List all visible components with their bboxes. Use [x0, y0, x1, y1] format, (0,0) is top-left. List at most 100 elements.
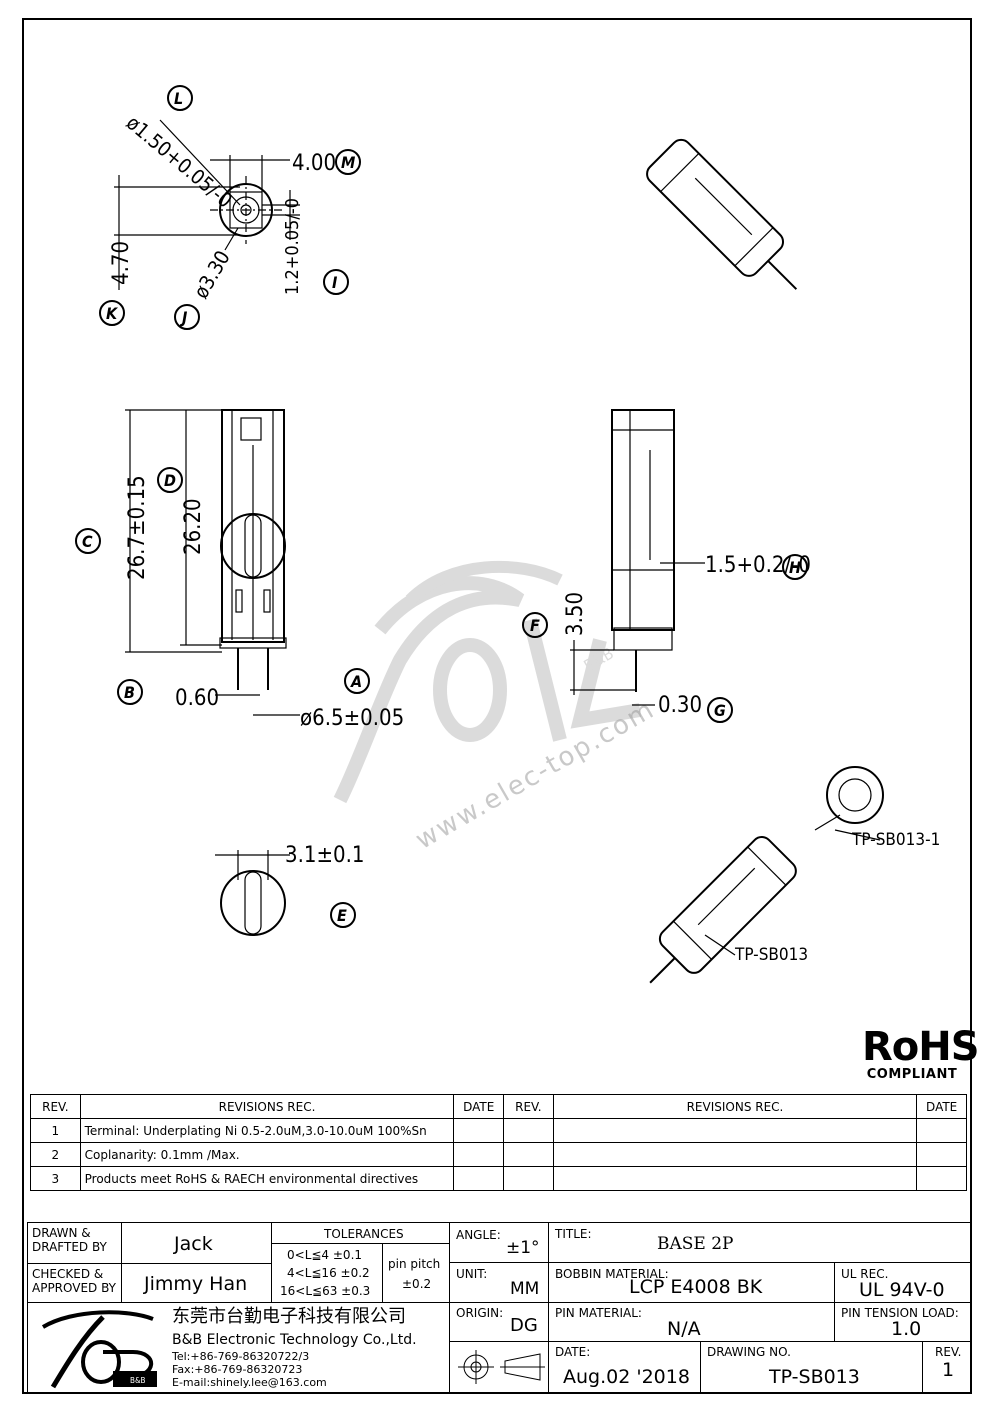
end-view-dims: ø1.50+0.05/-0 4.00 4.70 ø3.30 1.2+0.05/-… [109, 110, 336, 302]
checked-value: Jimmy Han [144, 1273, 248, 1295]
callouts: L M K J I D C B A F H G E [75, 85, 808, 928]
svg-text:B: B [124, 683, 135, 702]
callout-h: H [782, 554, 808, 580]
svg-text:I: I [332, 273, 338, 292]
origin-label: ORIGIN: [456, 1306, 504, 1320]
callout-i: I [323, 269, 349, 295]
iso-view-top [646, 138, 798, 290]
angle-value: ±1° [506, 1238, 540, 1258]
pin-material-label: PIN MATERIAL: [555, 1306, 642, 1320]
tol-row: 4<L≦16 ±0.2 [287, 1266, 370, 1280]
company-fax: Fax:+86-769-86320723 [172, 1363, 303, 1376]
callout-b: B [117, 679, 143, 705]
revisions-table: REV. REVISIONS REC. DATE REV. REVISIONS … [30, 1094, 967, 1191]
logo-sub: B&B [130, 1376, 146, 1385]
dim-l: ø1.50+0.05/-0 [122, 110, 237, 212]
dim-b: 0.60 [175, 686, 219, 711]
callout-f: F [522, 612, 548, 638]
date-cell: DATE: Aug.02 '2018 [548, 1341, 701, 1394]
bobbin-label: BOBBIN MATERIAL: [555, 1267, 669, 1281]
company-en: B&B Electronic Technology Co.,Ltd. [172, 1332, 417, 1348]
svg-text:D: D [164, 471, 176, 490]
revisions-header-row: REV. REVISIONS REC. DATE REV. REVISIONS … [30, 1094, 967, 1119]
drawn-value-cell: Jack [121, 1222, 272, 1264]
dim-m: 4.00 [292, 151, 336, 176]
unit-label: UNIT: [456, 1267, 488, 1281]
dim-g: 0.30 [658, 693, 702, 718]
angle-label: ANGLE: [456, 1228, 501, 1242]
table-row: 3 Products meet RoHS & RAECH environment… [30, 1166, 967, 1191]
projection-icon [458, 1350, 545, 1384]
title-label: TITLE: [555, 1227, 592, 1241]
front-view-dims: 26.20 26.7±0.15 0.60 ø6.5±0.05 [125, 475, 404, 731]
company-email: E-mail:shinely.lee@163.com [172, 1376, 327, 1389]
callout-g: G [707, 697, 733, 723]
drawing-no-cell: DRAWING NO. TP-SB013 [700, 1341, 923, 1394]
origin-cell: ORIGIN: DG [449, 1302, 549, 1342]
pin-pitch-label: pin pitch [388, 1257, 441, 1271]
unit-value: MM [510, 1279, 540, 1299]
drawing-no-label: DRAWING NO. [707, 1345, 791, 1359]
callout-m: M [335, 149, 361, 175]
company-logo: B&B [41, 1310, 157, 1389]
pin-tension-cell: PIN TENSION LOAD: 1.0 [834, 1302, 972, 1342]
date-cell [453, 1142, 505, 1167]
callout-c: C [75, 528, 101, 554]
rec-header-2: REVISIONS REC. [552, 1094, 918, 1119]
date-header: DATE [453, 1094, 505, 1119]
rec-header: REVISIONS REC. [79, 1094, 455, 1119]
pin-material-value: N/A [667, 1318, 701, 1340]
ul-label: UL REC. [841, 1267, 889, 1281]
callout-a: A [344, 668, 370, 694]
side-view-dims: 3.50 1.5+0.2/-0 0.30 [563, 553, 811, 718]
drawn-label: DRAWN & DRAFTED BY [32, 1226, 107, 1254]
dim-h: 1.5+0.2/-0 [705, 553, 811, 578]
dim-k: 4.70 [109, 241, 134, 285]
dim-a: ø6.5±0.05 [300, 706, 404, 731]
rev-cell: 3 [30, 1166, 81, 1191]
rohs-subtitle: COMPLIANT [866, 1067, 958, 1082]
company-tel: Tel:+86-769-86320722/3 [172, 1350, 310, 1363]
tol-row: 16<L≦63 ±0.3 [280, 1284, 371, 1298]
drawing-no-value: TP-SB013 [769, 1366, 860, 1388]
pin-pitch-value: ±0.2 [402, 1277, 432, 1291]
rohs-title: RoHS [862, 1024, 980, 1070]
pin-tension-value: 1.0 [891, 1318, 922, 1340]
origin-value: DG [510, 1315, 538, 1336]
company-cn: 东莞市台勤电子科技有限公司 [172, 1306, 406, 1327]
dim-i: 1.2+0.05/-0 [282, 198, 303, 295]
checked-value-cell: Jimmy Han [121, 1263, 272, 1303]
tolerances-label: TOLERANCES [324, 1227, 404, 1241]
svg-text:K: K [106, 304, 119, 323]
drawn-value: Jack [174, 1233, 213, 1255]
svg-text:E: E [337, 906, 347, 925]
checked-label-cell: CHECKED & APPROVED BY [27, 1263, 122, 1303]
part-label-base: TP-SB013 [734, 945, 808, 965]
date-value: Aug.02 '2018 [563, 1366, 690, 1388]
rec-cell: Products meet RoHS & RAECH environmental… [79, 1166, 455, 1191]
bottom-view [215, 850, 290, 936]
iso-view-bottom [649, 835, 797, 984]
callout-l: L [167, 85, 193, 111]
date-label: DATE: [555, 1345, 591, 1359]
rev-header: REV. [30, 1094, 81, 1119]
ul-cell: UL REC. UL 94V-0 [834, 1262, 972, 1303]
watermark-logo: B&B [333, 560, 642, 804]
tolerances-cell: TOLERANCES 0<L≦4 ±0.1 4<L≦16 ±0.2 16<L≦6… [271, 1222, 450, 1303]
rec-cell: Terminal: Underplating Ni 0.5-2.0uM,3.0-… [79, 1118, 455, 1143]
callout-d: D [157, 467, 183, 493]
date-cell [453, 1166, 505, 1191]
dim-j: ø3.30 [189, 246, 235, 302]
rev-value: 1 [942, 1359, 955, 1381]
dim-e: 3.1±0.1 [285, 843, 365, 868]
technical-drawing: .ln { stroke:#000; stroke-width:1.2; fil… [75, 85, 940, 984]
ul-value: UL 94V-0 [859, 1279, 945, 1301]
projection-symbol-cell [449, 1341, 549, 1394]
rev-cell: 2 [30, 1142, 81, 1167]
rev-header-2: REV. [503, 1094, 554, 1119]
bobbin-value: LCP E4008 BK [629, 1276, 763, 1298]
tol-row: 0<L≦4 ±0.1 [287, 1248, 363, 1262]
end-view [114, 119, 300, 290]
table-row: 2 Coplanarity: 0.1mm /Max. [30, 1142, 967, 1167]
date-header-2: DATE [916, 1094, 967, 1119]
